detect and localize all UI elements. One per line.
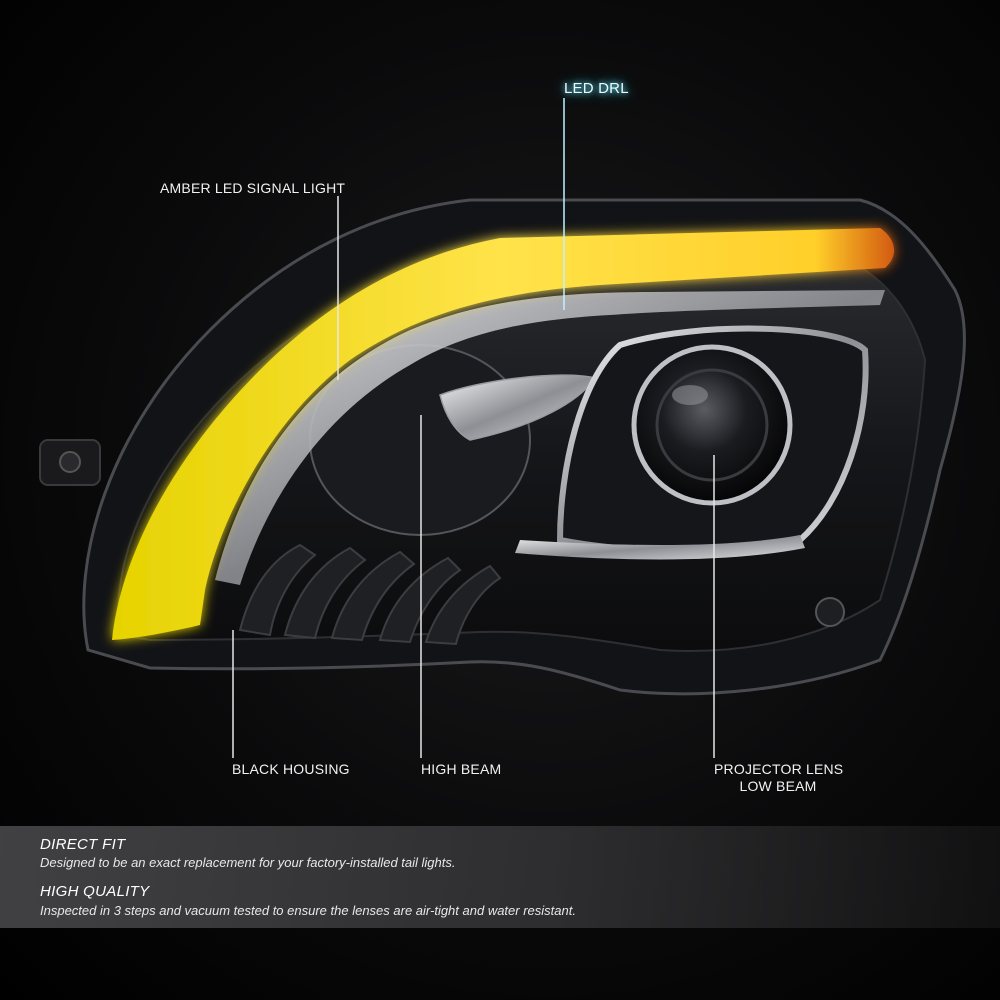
- feature-high-quality-title: HIGH QUALITY: [40, 883, 150, 900]
- projector-lens-highlight: [672, 385, 708, 405]
- feature-direct-fit-title: DIRECT FIT: [40, 836, 126, 853]
- callout-amber-led-signal-light: AMBER LED SIGNAL LIGHT: [160, 180, 346, 196]
- adjuster-screw-icon: [815, 597, 845, 627]
- lower-chrome-strip: [515, 535, 805, 560]
- feature-info-band: [0, 826, 1000, 928]
- callout-led-drl: LED DRL: [564, 80, 629, 97]
- feature-direct-fit-description: Designed to be an exact replacement for …: [40, 855, 456, 870]
- callout-projector-line2: LOW BEAM: [739, 778, 817, 794]
- callout-projector-line1: PROJECTOR LENS: [714, 761, 844, 777]
- feature-high-quality-description: Inspected in 3 steps and vacuum tested t…: [40, 903, 576, 918]
- callout-projector-lens: PROJECTOR LENS LOW BEAM: [714, 761, 844, 795]
- callout-black-housing: BLACK HOUSING: [232, 761, 350, 777]
- mounting-bolt-icon: [59, 451, 81, 473]
- callout-high-beam: HIGH BEAM: [421, 761, 502, 777]
- housing-fins: [238, 543, 502, 646]
- projector-lens-inner: [655, 368, 769, 482]
- high-beam-chrome-shield: [439, 374, 597, 441]
- callout-leader-lines: [232, 98, 715, 758]
- led-drl-chrome-bar: [215, 290, 885, 585]
- amber-led-signal-strip: [112, 228, 895, 640]
